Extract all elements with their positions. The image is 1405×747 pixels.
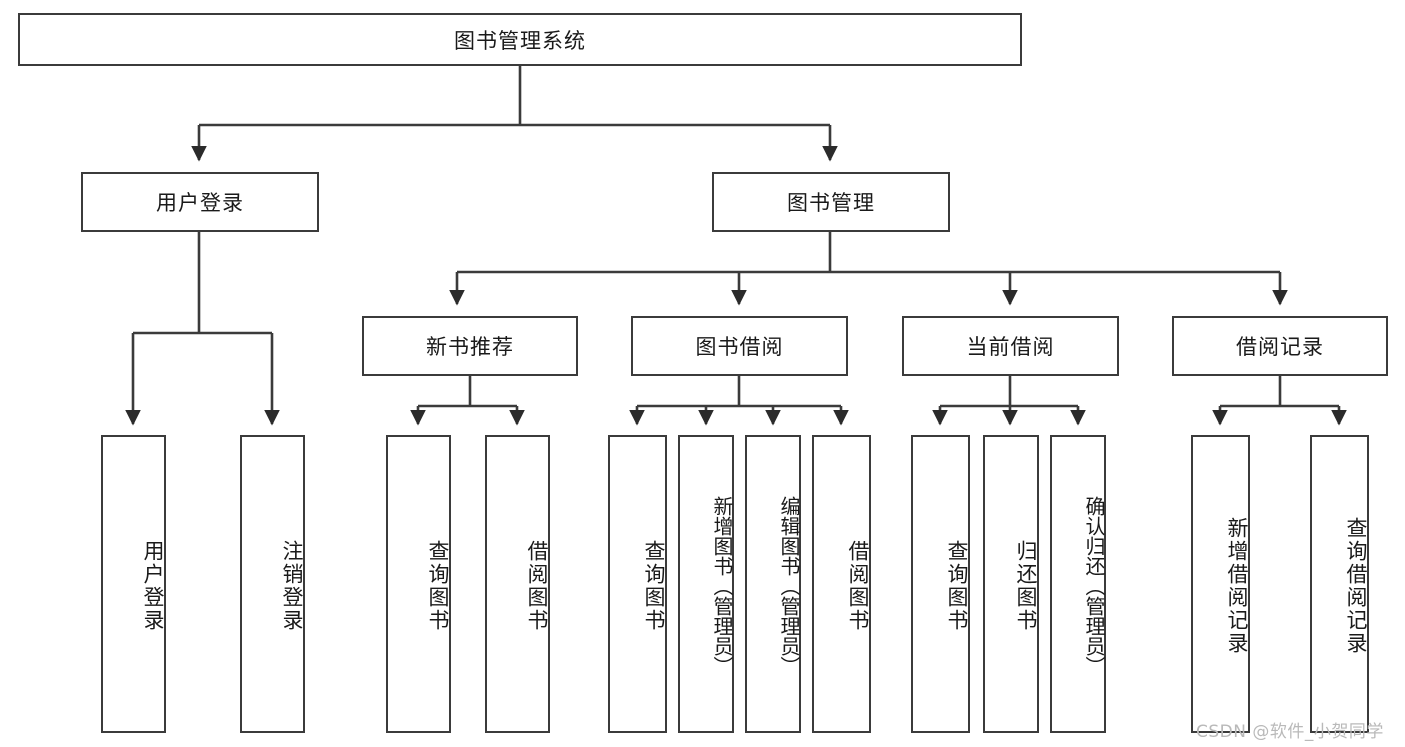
node-label: 确认归还（管理员）: [1082, 496, 1106, 676]
node-label: 图书管理: [787, 191, 875, 215]
node-label: 新增图书（管理员）: [710, 496, 734, 676]
leaf-query-book-current[interactable]: 查询图书: [911, 435, 970, 733]
leaf-confirm-return-admin[interactable]: 确认归还（管理员）: [1050, 435, 1106, 733]
node-label: 归还图书: [1014, 540, 1038, 632]
node-label: 查询图书: [426, 540, 450, 632]
node-user-login[interactable]: 用户登录: [81, 172, 319, 232]
leaf-user-login[interactable]: 用户登录: [101, 435, 166, 733]
leaf-query-book-borrow[interactable]: 查询图书: [608, 435, 667, 733]
leaf-logout[interactable]: 注销登录: [240, 435, 305, 733]
node-label: 当前借阅: [966, 335, 1055, 359]
node-label: 用户登录: [141, 540, 165, 632]
node-borrow-record[interactable]: 借阅记录: [1172, 316, 1388, 376]
node-label: 注销登录: [280, 540, 304, 632]
leaf-query-book-recommend[interactable]: 查询图书: [386, 435, 451, 733]
leaf-borrow-book-recommend[interactable]: 借阅图书: [485, 435, 550, 733]
node-new-book-recommend[interactable]: 新书推荐: [362, 316, 578, 376]
node-label: 查询借阅记录: [1344, 517, 1368, 655]
leaf-add-book-admin[interactable]: 新增图书（管理员）: [678, 435, 734, 733]
node-label: 借阅图书: [525, 540, 549, 632]
node-label: 借阅图书: [846, 540, 870, 632]
node-book-borrow[interactable]: 图书借阅: [631, 316, 848, 376]
watermark: CSDN @软件_小贺同学: [1196, 722, 1384, 742]
node-book-manage[interactable]: 图书管理: [712, 172, 950, 232]
node-label: 查询图书: [945, 540, 969, 632]
node-label: 借阅记录: [1236, 335, 1324, 359]
leaf-borrow-book[interactable]: 借阅图书: [812, 435, 871, 733]
node-label: 用户登录: [156, 191, 244, 215]
node-label: 新增借阅记录: [1225, 517, 1249, 655]
leaf-query-borrow-record[interactable]: 查询借阅记录: [1310, 435, 1369, 733]
node-current-borrow[interactable]: 当前借阅: [902, 316, 1119, 376]
node-label: 新书推荐: [426, 335, 514, 359]
leaf-edit-book-admin[interactable]: 编辑图书（管理员）: [745, 435, 801, 733]
leaf-add-borrow-record[interactable]: 新增借阅记录: [1191, 435, 1250, 733]
node-label: 图书借阅: [695, 335, 784, 359]
node-label: 查询图书: [642, 540, 666, 632]
leaf-return-book[interactable]: 归还图书: [983, 435, 1039, 733]
node-label: 图书管理系统: [454, 28, 586, 53]
node-root-system[interactable]: 图书管理系统: [18, 13, 1022, 66]
node-label: 编辑图书（管理员）: [777, 496, 801, 676]
